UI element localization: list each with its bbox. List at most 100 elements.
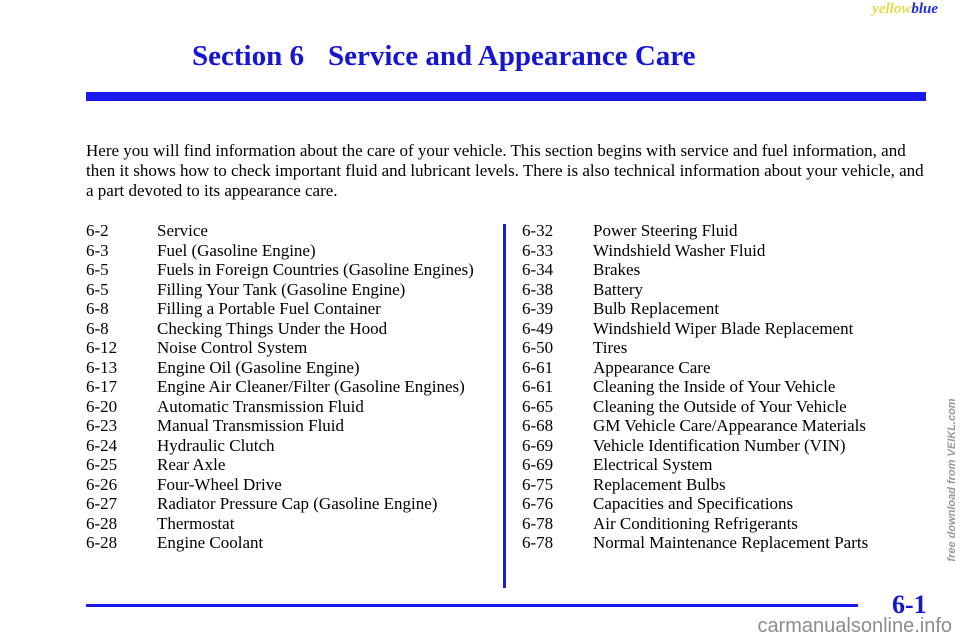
toc-entry: 6-8 Filling a Portable Fuel Container [86,299,474,319]
toc-entry-title: Bulb Replacement [593,299,720,318]
toc-entry-page: 6-28 [86,513,118,533]
toc-entry-title: Four-Wheel Drive [157,474,282,494]
toc-entry: 6-25 Rear Axle [86,455,474,475]
toc-entry-page: 6-2 [86,221,109,240]
toc-entry-title: Normal Maintenance Replacement Parts [593,533,869,552]
column-divider [503,224,506,588]
section-number: Section 6 [192,40,304,72]
section-heading: Service and Appearance Care [327,40,696,72]
toc-entry: 6-69 Electrical System [522,455,868,475]
toc-entry: 6-27 Radiator Pressure Cap (Gasoline Engi… [86,494,474,514]
toc-entry-page: 6-34 [522,260,554,279]
toc-entry-title: Vehicle Identification Number (VIN) [593,435,846,455]
toc-entry-page: 6-69 [522,455,554,474]
toc-entry-title: Windshield Wiper Blade Replacement [593,318,854,338]
toc-entry: 6-28 Engine Coolant [86,533,474,553]
toc-entry-page: 6-8 [86,299,109,318]
toc-entry-title: Fuels in Foreign Countries (Gasoline Eng… [157,260,474,279]
toc-entry-page: 6-17 [86,377,118,396]
toc-entry-page: 6-23 [86,416,118,435]
color-tag-blue: blue [911,1,938,17]
toc-entry-title: Cleaning the Outside of Your Vehicle [593,396,847,416]
toc-entry-page: 6-25 [86,455,118,474]
toc-entry-page: 6-50 [522,338,554,357]
toc-entry-page: 6-32 [522,221,554,240]
watermark-side-text: free download from VEIKL.com [946,398,958,562]
toc-entry-title: Replacement Bulbs [593,474,726,494]
toc-entry-page: 6-24 [86,435,118,455]
toc-entry: 6-24 Hydraulic Clutch [86,436,474,456]
toc-entry-title: Brakes [593,260,641,279]
toc-entry-title: Filling a Portable Fuel Container [157,299,381,318]
toc-entry-title: Radiator Pressure Cap (Gasoline Engine) [157,494,438,513]
toc-entry-title: Noise Control System [157,338,308,357]
toc-entry-title: Thermostat [157,513,235,533]
toc-entry-page: 6-78 [522,513,554,533]
toc-entry-page: 6-38 [522,279,554,299]
toc-entry-title: Checking Things Under the Hood [157,318,388,338]
bottom-rule [86,604,858,607]
toc-entry: 6-33 Windshield Washer Fluid [522,241,868,261]
toc-entry: 6-23 Manual Transmission Fluid [86,416,474,436]
toc-entry-page: 6-61 [522,357,554,377]
toc-entry-title: Manual Transmission Fluid [157,416,345,435]
top-rule [86,92,926,101]
toc-entry: 6-26 Four-Wheel Drive [86,475,474,495]
toc-entry-page: 6-76 [522,494,554,513]
section-title: Section 6 Service and Appearance Care [192,40,696,73]
toc-entry-page: 6-75 [522,474,554,494]
toc-entry: 6-13 Engine Oil (Gasoline Engine) [86,358,474,378]
color-tag-yellow: yellow [872,1,912,17]
toc-entry-title: Hydraulic Clutch [157,435,275,455]
page-number: 6-1 [892,590,927,619]
toc-entry-page: 6-65 [522,396,554,416]
toc-entry-title: Engine Coolant [157,533,264,552]
toc-entry: 6-76 Capacities and Specifications [522,494,868,514]
toc-entry: 6-2 Service [86,221,474,241]
toc-entry-title: Service [157,221,208,240]
toc-entry-page: 6-49 [522,318,554,338]
toc-entry-page: 6-5 [86,279,109,299]
toc-entry: 6-50 Tires [522,338,868,358]
toc-entry-title: Automatic Transmission Fluid [157,396,364,416]
intro-paragraph: Here you will find information about the… [86,141,924,200]
toc-entry-page: 6-78 [522,533,554,552]
toc-entry: 6-34 Brakes [522,260,868,280]
toc-entry: 6-12 Noise Control System [86,338,474,358]
toc-entry-page: 6-33 [522,240,554,260]
toc-entry: 6-61 Appearance Care [522,358,868,378]
toc-entry: 6-28 Thermostat [86,514,474,534]
toc-entry-title: Tires [593,338,628,357]
toc-entry-title: Engine Air Cleaner/Filter (Gasoline Engi… [157,377,465,396]
toc-entry-title: Fuel (Gasoline Engine) [157,240,316,260]
watermark-side: free download from VEIKL.com [944,340,960,620]
toc-entry-page: 6-8 [86,318,109,338]
toc-entry-title: Capacities and Specifications [593,494,794,513]
toc-entry-page: 6-28 [86,533,118,552]
toc-entry-page: 6-13 [86,357,118,377]
toc-entry-title: Windshield Washer Fluid [593,240,766,260]
toc-entry: 6-17 Engine Air Cleaner/Filter (Gasoline … [86,377,474,397]
toc-entry-title: Appearance Care [593,357,711,377]
toc-entry-title: Electrical System [593,455,713,474]
toc-entry: 6-75 Replacement Bulbs [522,475,868,495]
toc-entry-page: 6-61 [522,377,554,396]
toc-entry-page: 6-68 [522,416,554,435]
toc-entry-page: 6-26 [86,474,118,494]
toc-entry-title: Engine Oil (Gasoline Engine) [157,357,360,377]
toc-entry-title: Rear Axle [157,455,226,474]
toc-entry-page: 6-12 [86,338,118,357]
toc-entry-page: 6-27 [86,494,118,513]
